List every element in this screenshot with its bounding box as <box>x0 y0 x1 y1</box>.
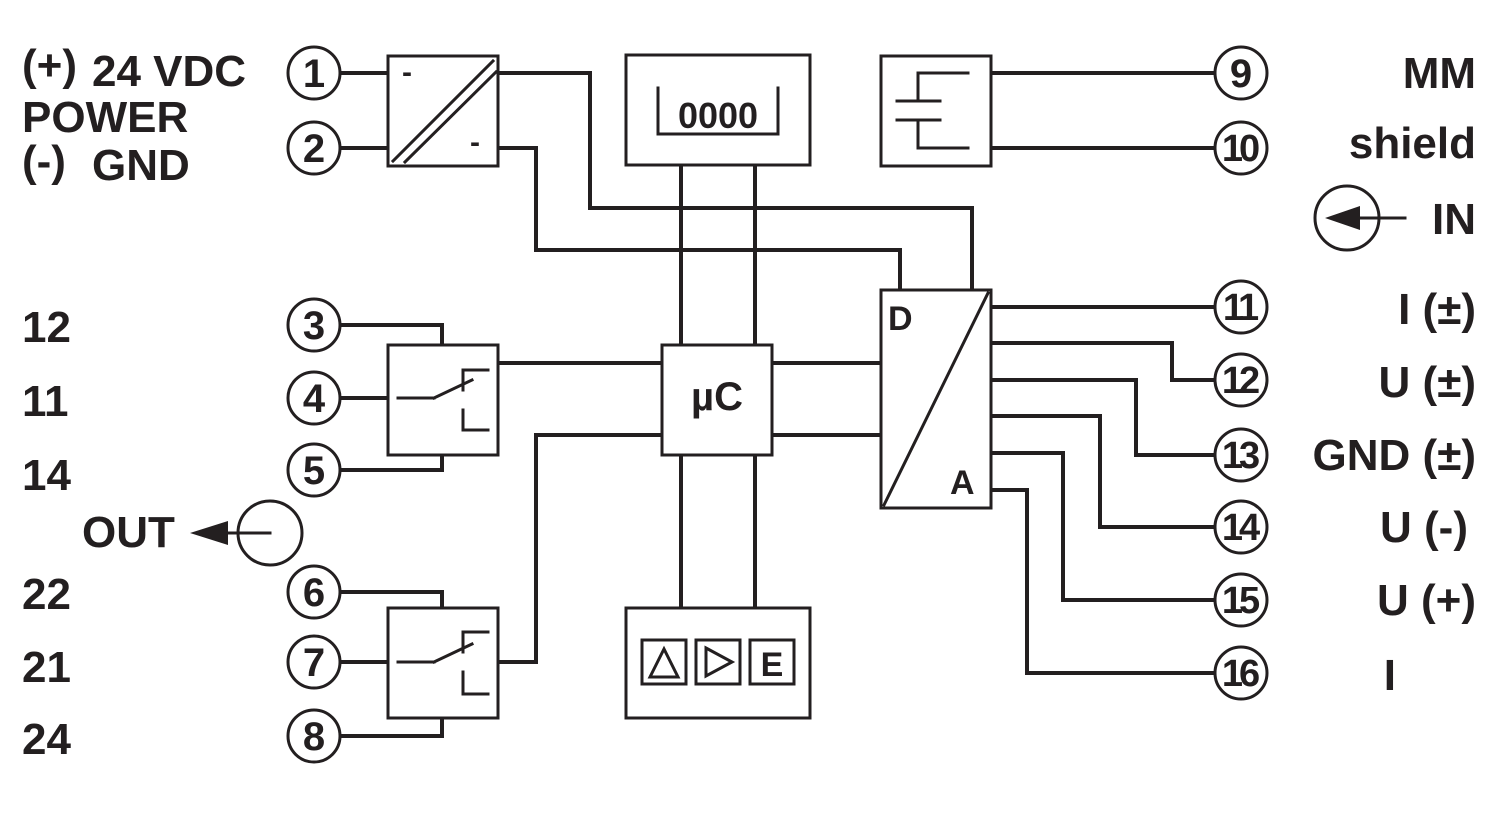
terminal-5: 5 <box>286 442 342 498</box>
terminal-9: 9 <box>1213 45 1269 101</box>
terminal-3-label: 3 <box>303 304 325 348</box>
label-t13: GND (±) <box>1313 431 1476 480</box>
terminal-13-label: 13 <box>1222 435 1259 477</box>
wires <box>338 71 1217 738</box>
contact-label-14: 14 <box>22 451 71 500</box>
wire-t6-relay2 <box>338 590 444 610</box>
terminal-11-label: 11 <box>1223 287 1259 329</box>
terminal-14: 14 <box>1213 499 1269 555</box>
right-labels: MM shield I (±) U (±) GND (±) U (-) U (+… <box>1313 49 1476 700</box>
terminal-16: 16 <box>1213 645 1269 701</box>
key-enter-label: E <box>761 646 784 684</box>
terminal-5-label: 5 <box>303 449 325 493</box>
wire-converter-bottom <box>496 146 902 292</box>
gnd-word: GND <box>92 141 190 190</box>
label-shield: shield <box>1349 119 1476 168</box>
in-label: IN <box>1432 195 1476 244</box>
terminal-7: 7 <box>286 634 342 690</box>
right-triangle-icon <box>704 645 736 679</box>
terminal-4-label: 4 <box>303 377 326 421</box>
microcontroller-block: µC <box>660 343 774 457</box>
output-symbol: OUT <box>82 499 304 567</box>
wire-ad-t13 <box>988 378 1217 457</box>
terminal-8: 8 <box>286 708 342 764</box>
terminals: 1 2 3 4 5 6 7 8 9 10 11 12 13 14 15 16 <box>286 45 1269 764</box>
terminal-4: 4 <box>286 370 342 426</box>
keypad-block: E <box>624 606 812 720</box>
terminal-2: 2 <box>286 120 342 176</box>
contact-label-24: 24 <box>22 715 71 764</box>
power-labels: (+) 24 VDC POWER (-) GND <box>22 41 246 190</box>
terminal-6-label: 6 <box>303 571 325 615</box>
wire-relay2-uc <box>496 433 664 664</box>
up-triangle-icon <box>647 645 681 679</box>
wire-t5-relay1 <box>338 453 444 472</box>
terminal-15-label: 15 <box>1222 580 1260 622</box>
wire-t8-relay2 <box>338 716 444 738</box>
terminal-16-label: 16 <box>1222 653 1259 695</box>
terminal-2-label: 2 <box>303 127 325 171</box>
terminal-3: 3 <box>286 297 342 353</box>
wire-converter-top <box>496 71 974 292</box>
display-block: 0000 <box>624 53 812 167</box>
key-enter <box>748 638 796 686</box>
terminal-1: 1 <box>286 45 342 101</box>
terminal-7-label: 7 <box>303 641 325 685</box>
terminal-14-label: 14 <box>1222 507 1260 549</box>
label-t15: U (+) <box>1377 576 1476 625</box>
da-label-d: D <box>888 300 913 338</box>
dc-converter-block: - - <box>386 54 500 168</box>
contact-label-12: 12 <box>22 303 71 352</box>
microcontroller-label: µC <box>691 375 743 419</box>
wire-ad-t16 <box>988 488 1217 675</box>
output-arrow-icon <box>190 521 228 545</box>
contact-label-21: 21 <box>22 643 71 692</box>
terminal-6: 6 <box>286 564 342 620</box>
label-t16: I <box>1384 651 1396 700</box>
relay-contact-labels: 12 11 14 22 21 24 <box>22 303 71 764</box>
terminal-10: 10 <box>1213 120 1269 176</box>
input-sensor-block <box>879 54 993 168</box>
relay-1-block <box>386 343 500 457</box>
power-voltage: 24 VDC <box>92 47 246 96</box>
terminal-12-label: 12 <box>1222 360 1259 402</box>
contact-label-22: 22 <box>22 570 71 619</box>
input-symbol: IN <box>1313 184 1476 252</box>
converter-minus-bottom: - <box>470 126 480 159</box>
label-t11: I (±) <box>1398 285 1476 334</box>
power-plus-sign: (+) <box>22 41 77 90</box>
terminal-15: 15 <box>1213 572 1269 628</box>
wire-t3-relay1 <box>338 323 444 347</box>
terminal-10-label: 10 <box>1222 128 1259 170</box>
display-value: 0000 <box>678 95 758 136</box>
terminal-8-label: 8 <box>303 715 325 759</box>
da-converter-block: D A <box>879 288 993 510</box>
converter-minus-top: - <box>402 56 412 89</box>
label-mm: MM <box>1403 49 1476 98</box>
terminal-12: 12 <box>1213 352 1269 408</box>
da-label-a: A <box>950 464 975 502</box>
wire-ad-t14 <box>988 414 1217 529</box>
label-t12: U (±) <box>1379 358 1476 407</box>
out-label: OUT <box>82 508 175 557</box>
terminal-11: 11 <box>1213 279 1269 335</box>
terminal-9-label: 9 <box>1230 52 1252 96</box>
power-word: POWER <box>22 93 188 142</box>
terminal-1-label: 1 <box>303 52 325 96</box>
terminal-13: 13 <box>1213 427 1269 483</box>
wire-ad-t15 <box>988 451 1217 602</box>
contact-label-11: 11 <box>22 377 69 426</box>
relay-2-block <box>386 606 500 720</box>
label-t14: U (-) <box>1380 503 1468 552</box>
input-arrow-icon <box>1325 206 1360 230</box>
wire-ad-t12 <box>988 341 1217 382</box>
power-minus-sign: (-) <box>22 137 66 186</box>
